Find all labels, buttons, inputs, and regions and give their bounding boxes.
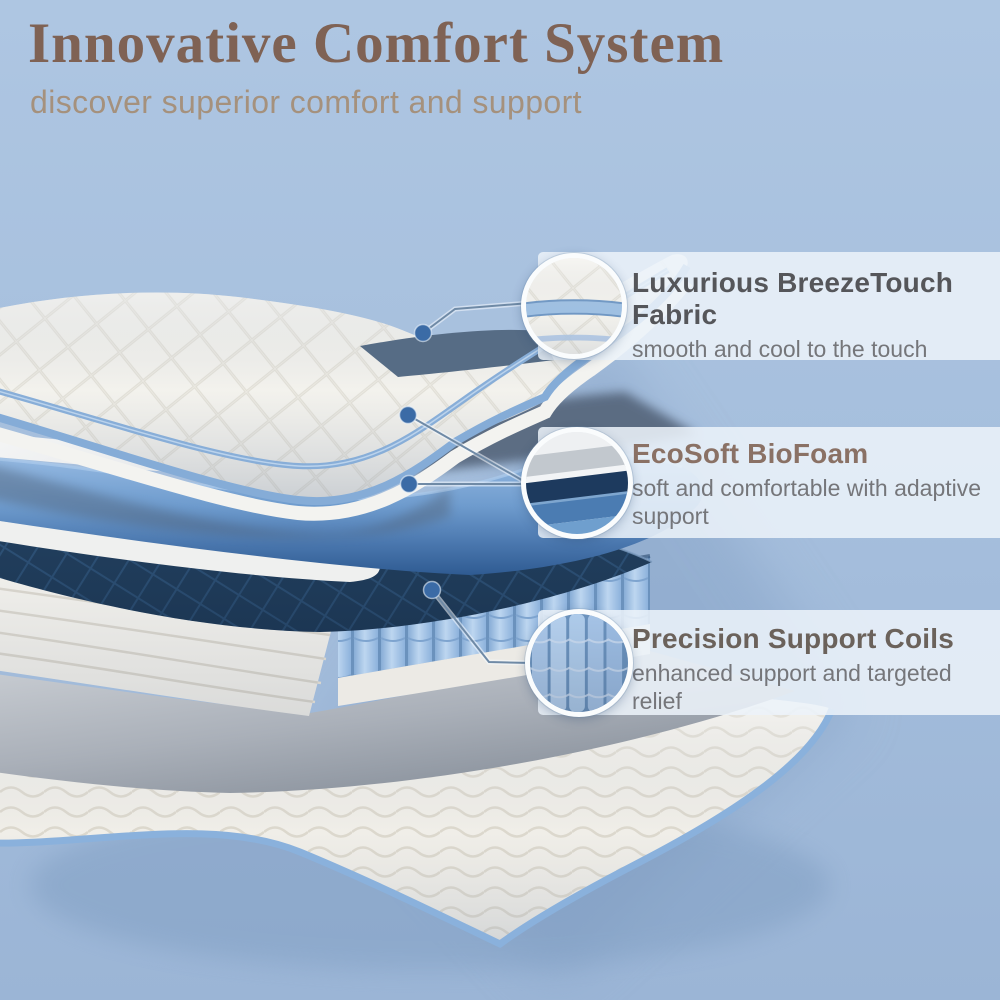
leader-lines xyxy=(406,300,533,666)
magnifier-circle-fabric xyxy=(521,253,627,359)
leader-line-sheet xyxy=(407,414,528,484)
leader-dot-coils xyxy=(422,580,442,600)
header-section: Innovative Comfort System discover super… xyxy=(28,14,724,121)
callout-description-biofoam: soft and comfortable with adaptive suppo… xyxy=(632,475,982,529)
leader-dot-sheet xyxy=(398,405,418,425)
magnifier-circle-biofoam xyxy=(521,427,633,539)
foam-base-strip xyxy=(0,520,380,582)
fabric-shadow xyxy=(0,467,450,538)
fabric-mesh-underside xyxy=(360,329,554,377)
leader-dot-foam xyxy=(399,474,419,494)
leader-line-coils xyxy=(431,589,533,664)
magnifier-circle-coils xyxy=(525,609,633,717)
callout-description-fabric: smooth and cool to the touch xyxy=(632,336,928,363)
callout-title-fabric: Luxurious BreezeTouch Fabric xyxy=(632,267,954,331)
fabric-underside-lip xyxy=(0,276,693,521)
callout-title-biofoam: EcoSoft BioFoam xyxy=(632,438,869,469)
page-subtitle: discover superior comfort and support xyxy=(30,83,582,120)
leader-line-fabric xyxy=(422,302,531,334)
leader-dots xyxy=(398,323,442,600)
callout-title-coils: Precision Support Coils xyxy=(632,623,954,654)
page-title: Innovative Comfort System xyxy=(28,12,725,75)
callout-description-coils: enhanced support and targeted relief xyxy=(632,660,952,714)
leader-dot-fabric xyxy=(413,323,433,343)
